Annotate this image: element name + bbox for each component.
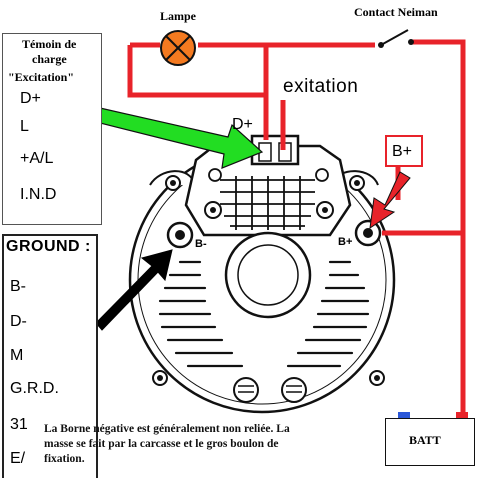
b-plus-tag: [385, 135, 423, 167]
battery-label: BATT: [409, 433, 441, 447]
ground-title: GROUND :: [6, 238, 91, 255]
legend-title-line3: "Excitation": [8, 70, 74, 84]
alternator: [128, 134, 396, 414]
red-arrow: [369, 171, 411, 230]
legend-item: +A/L: [20, 150, 54, 167]
battery-negative-terminal: [398, 412, 410, 419]
ground-item: M: [10, 347, 24, 364]
legend-item: L: [20, 118, 29, 135]
ground-item: 31: [10, 416, 28, 433]
ground-note: La Borne négative est généralement non r…: [44, 423, 290, 465]
excitation-label: exitation: [283, 76, 359, 97]
b-plus-terminal-label: B+: [338, 236, 353, 248]
d-plus-label: D+: [232, 116, 253, 133]
legend-item: I.N.D: [20, 186, 57, 203]
contact-neiman-label: Contact Neiman: [354, 5, 438, 19]
ignition-switch-icon: [378, 29, 414, 48]
ground-item: E/: [10, 450, 26, 467]
battery: [385, 418, 475, 466]
battery-positive-terminal: [456, 412, 468, 419]
lamp-icon: [160, 30, 196, 66]
b-minus-terminal-label: B-: [195, 238, 207, 250]
b-plus-label: B+: [392, 143, 413, 160]
legend-item: D+: [20, 90, 41, 107]
green-arrow: [95, 107, 264, 169]
ground-item: D-: [10, 313, 27, 330]
ground-legend: [2, 234, 98, 478]
legend-title-line1: Témoin de: [22, 37, 77, 51]
legend-title-line2: charge: [32, 52, 67, 66]
lamp-label: Lampe: [160, 9, 196, 23]
charge-indicator-legend: [2, 33, 102, 225]
ground-item: G.R.D.: [10, 380, 59, 397]
ground-item: B-: [10, 278, 26, 295]
black-arrow: [95, 249, 173, 331]
